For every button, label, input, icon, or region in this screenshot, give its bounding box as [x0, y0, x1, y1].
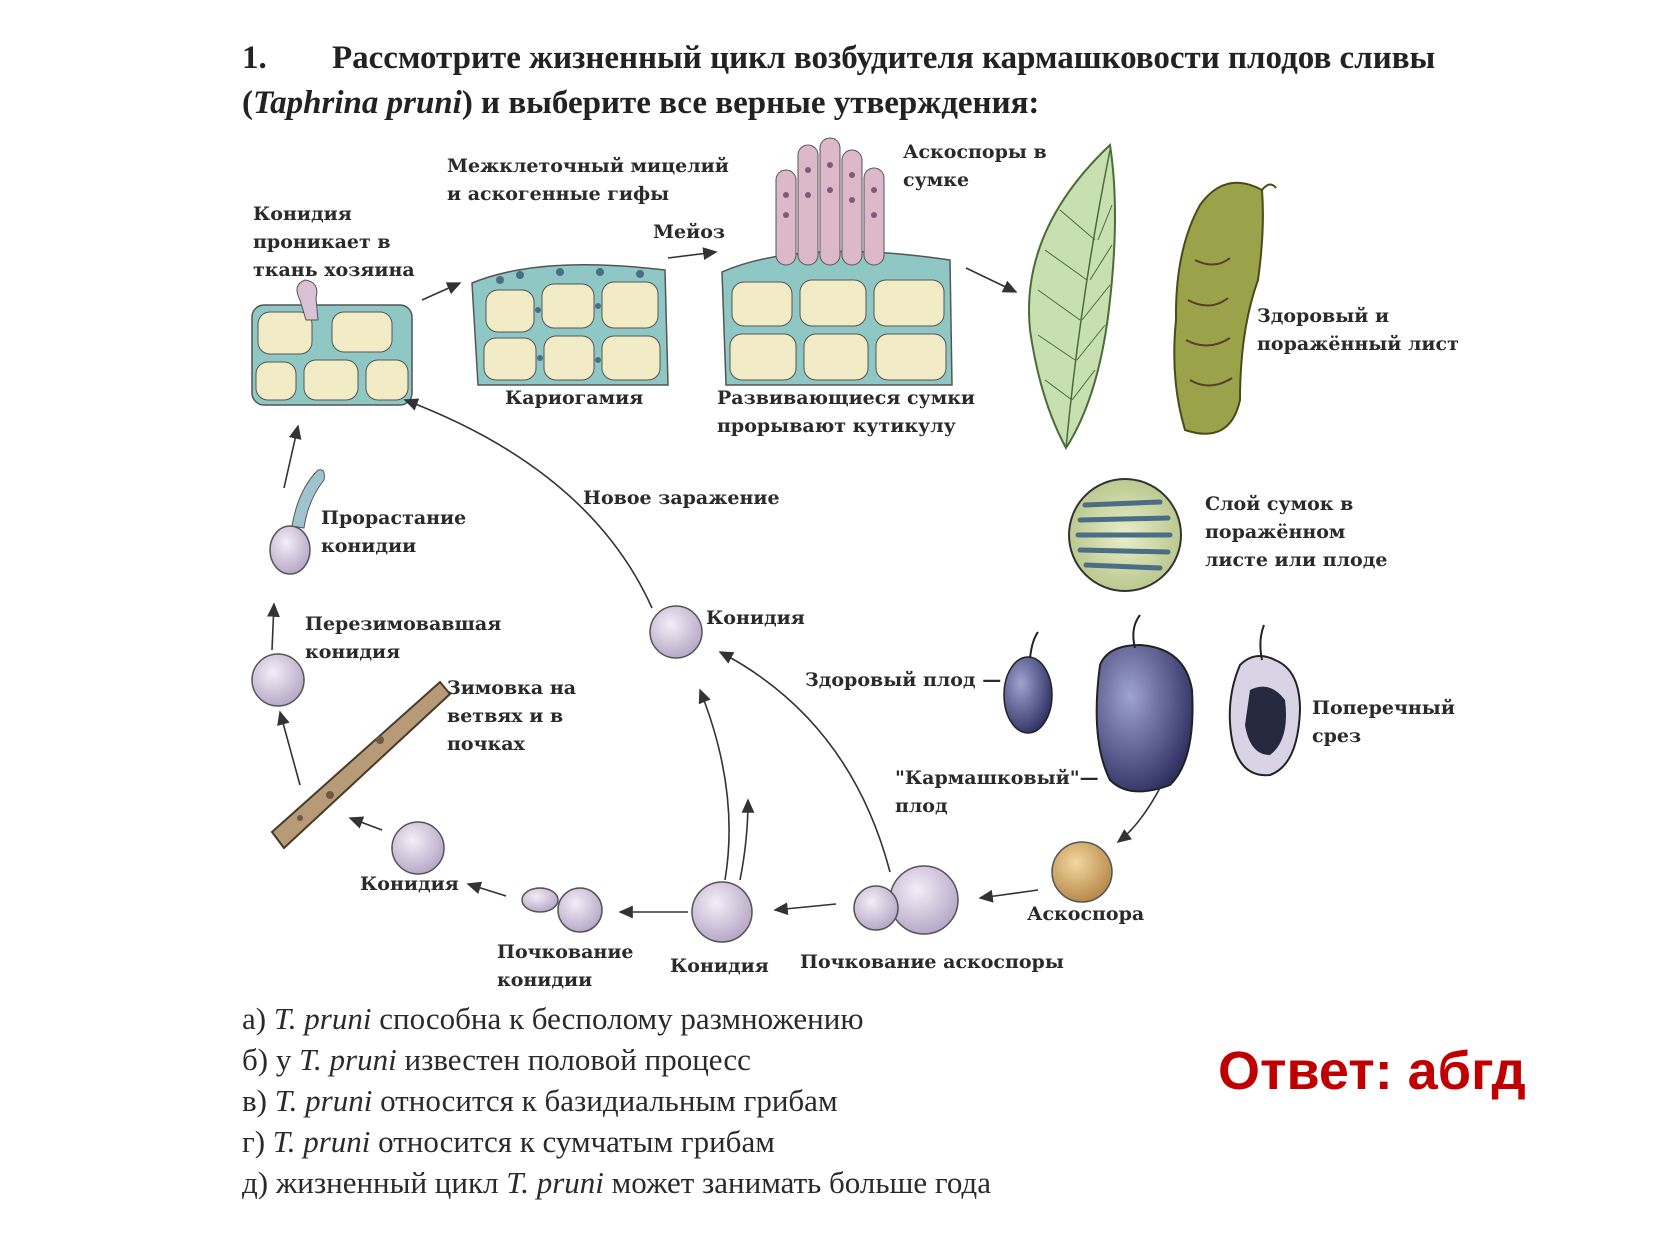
- question-suffix: ) и выберите все верные утверждения:: [461, 85, 1040, 121]
- answer-text: Ответ: абгд: [1218, 1041, 1526, 1101]
- label-conidium-penetrates: Конидия проникает в ткань хозяина: [253, 203, 415, 281]
- pocket-fruit: [1095, 614, 1194, 793]
- label-conidium-top: Конидия: [706, 607, 805, 629]
- ascospore: [1051, 841, 1113, 903]
- conidium-overwintered: [251, 653, 305, 707]
- conidium-bottom: [691, 881, 753, 943]
- conidium-top: [649, 605, 703, 659]
- label-ascospore-budding: Почкование аскоспоры: [800, 951, 1064, 973]
- question-number: 1.: [242, 40, 267, 76]
- cycle-arrows: [267, 247, 1161, 919]
- label-developing-asci: Развивающиеся сумки прорывают кутикулу: [717, 387, 976, 437]
- question-prefix: Рассмотрите жизненный цикл возбудителя к…: [242, 40, 1436, 121]
- question-species: Taphrina pruni: [253, 85, 462, 121]
- label-ascus-layer: Слой сумок в поражённом листе или плоде: [1205, 493, 1388, 571]
- label-ascospore: Аскоспора: [1027, 903, 1145, 925]
- option-a: а) T. pruni способна к бесполому размнож…: [242, 1001, 864, 1036]
- infected-leaf: [1173, 181, 1277, 435]
- intercellular-mycelium-tissue: [471, 264, 669, 386]
- fruit-cross-section: [1228, 624, 1302, 777]
- label-cross-section: Поперечный срез: [1312, 697, 1455, 747]
- label-conidium-budding: Почкование конидии: [497, 941, 634, 991]
- overwintering-branch: [270, 680, 452, 850]
- option-v: в) T. pruni относится к базидиальным гри…: [242, 1083, 838, 1118]
- label-conidium-left: Конидия: [360, 873, 459, 895]
- option-d: д) жизненный цикл T. pruni может занимат…: [242, 1165, 991, 1200]
- healthy-leaf: [1028, 142, 1116, 450]
- label-karyogamy: Кариогамия: [505, 387, 644, 409]
- label-conidium-germination: Прорастание конидии: [321, 507, 467, 557]
- label-conidium-bottom: Конидия: [670, 955, 769, 977]
- conidium-left: [391, 821, 445, 875]
- label-healthy-and-infected-leaf: Здоровый и поражённый лист: [1257, 305, 1459, 355]
- label-meiosis: Мейоз: [653, 221, 726, 243]
- label-overwintered-conidium: Перезимовавшая конидия: [305, 613, 502, 663]
- host-tissue-penetration: [251, 279, 413, 406]
- label-new-infection: Новое заражение: [583, 487, 780, 509]
- answer-options: а) T. pruni способна к бесполому размнож…: [242, 998, 1242, 1203]
- healthy-fruit: [1003, 631, 1053, 734]
- developing-asci-tissue: [721, 137, 953, 386]
- label-healthy-fruit: Здоровый плод —: [805, 669, 1002, 691]
- conidium-budding: [521, 887, 603, 933]
- ascospore-budding: [853, 865, 959, 935]
- label-overwintering: Зимовка на ветвях и в почках: [447, 677, 577, 755]
- conidium-germinating: [269, 469, 325, 575]
- option-b: б) у T. pruni известен половой процесс: [242, 1042, 751, 1077]
- question-text: 1.Рассмотрите жизненный цикл возбудителя…: [242, 36, 1462, 126]
- label-pocket-fruit: "Кармашковый"— плод: [895, 767, 1099, 817]
- label-intercellular-mycelium: Межклеточный мицелий и аскогенные гифы: [447, 155, 729, 205]
- label-ascospores-in-ascus: Аскоспоры в сумке: [903, 141, 1047, 191]
- option-g: г) T. pruni относится к сумчатым грибам: [242, 1124, 775, 1159]
- ascus-layer-circle: [1068, 478, 1182, 592]
